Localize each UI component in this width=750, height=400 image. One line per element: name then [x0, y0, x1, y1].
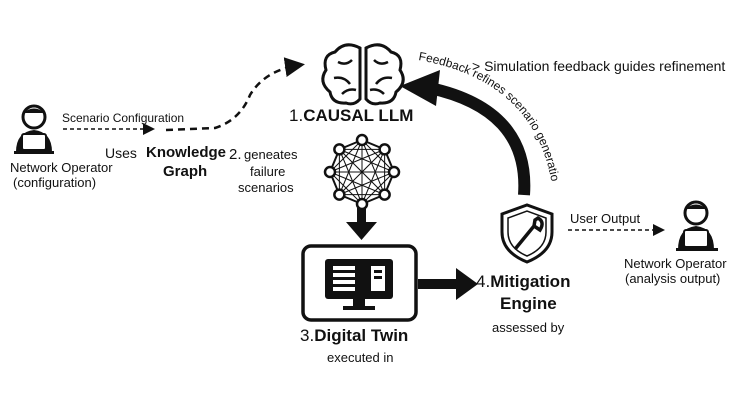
mitigation-number: 4.	[476, 272, 491, 291]
graph-node	[378, 188, 391, 201]
graph-to-twin-arrow	[346, 208, 377, 240]
graph-edge	[339, 148, 395, 173]
mitigation-line1: Mitigation	[490, 272, 571, 291]
uses-label: Uses	[105, 145, 137, 161]
computer-monitor-icon	[325, 259, 393, 310]
brain-icon	[321, 43, 405, 106]
mitigation-sub: assessed by	[492, 320, 565, 335]
twin-to-mitigation-arrow	[418, 268, 478, 300]
llm-label: CAUSAL LLM	[303, 106, 414, 125]
graph-node	[378, 143, 391, 156]
operator-right-line2: (analysis output)	[625, 271, 721, 286]
generates-line3: scenarios	[238, 180, 294, 195]
mitigation-line2: Engine	[500, 294, 557, 313]
graph-node	[323, 165, 337, 179]
twin-label: Digital Twin	[314, 326, 409, 345]
user-output-label: User Output	[570, 211, 641, 226]
graph-edge	[339, 149, 385, 195]
twin-number: 3.	[300, 326, 315, 345]
graph-edge	[338, 149, 363, 205]
mitigation-title: 4.Mitigation	[476, 272, 570, 292]
operator-right-line1: Network Operator	[624, 256, 727, 271]
generates-line1: geneates	[244, 147, 298, 162]
knowledge-to-llm-arrow	[165, 57, 305, 132]
twin-sub: executed in	[327, 350, 394, 365]
operator-left-line1: Network Operator	[10, 160, 113, 175]
graph-node	[333, 188, 346, 201]
shield-wrench-icon	[500, 203, 554, 264]
scenario-config-label: Scenario Configuration	[62, 111, 185, 125]
network-graph-icon	[323, 133, 401, 211]
graph-node	[355, 197, 369, 211]
person-laptop-icon	[14, 104, 54, 154]
twin-title: 3.Digital Twin	[300, 326, 408, 346]
operator-left-line2: (configuration)	[13, 175, 97, 190]
graph-label: Graph	[163, 163, 208, 180]
graph-node	[387, 165, 401, 179]
llm-title: 1.CAUSAL LLM	[289, 106, 413, 126]
feedback-arrow	[400, 70, 531, 196]
graph-node	[355, 133, 369, 147]
graph-edge	[329, 171, 363, 205]
person-laptop-icon	[676, 200, 718, 251]
feedback-note: > Simulation feedback guides refinement	[472, 58, 726, 74]
knowledge-label: Knowledge	[146, 144, 227, 161]
generates-number: 2.	[229, 146, 242, 163]
generates-line2: failure	[250, 164, 286, 179]
llm-number: 1.	[289, 106, 304, 125]
graph-node	[333, 143, 346, 156]
